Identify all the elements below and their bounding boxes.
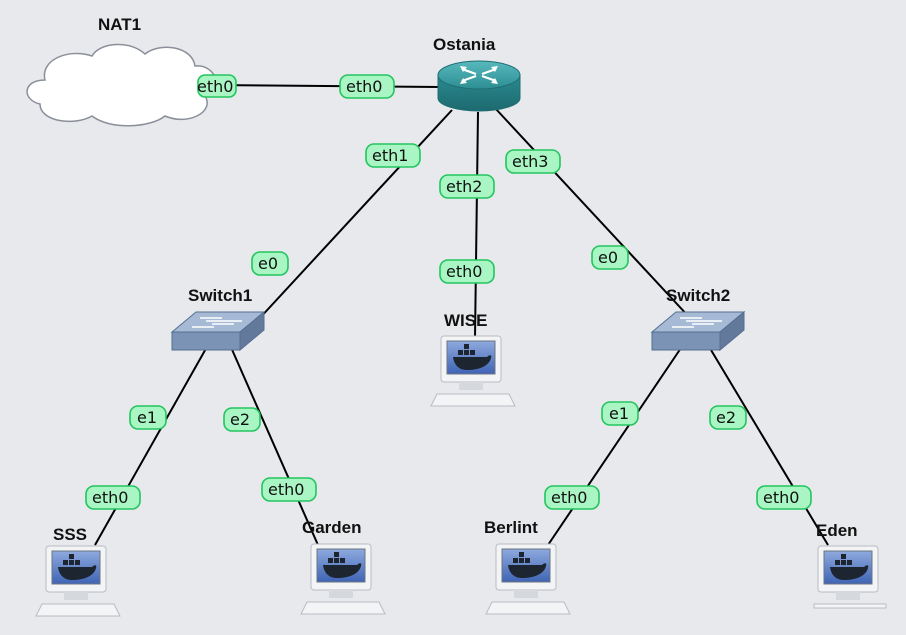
link-ostania-switch2[interactable] <box>494 107 691 319</box>
svg-text:e0: e0 <box>258 254 278 273</box>
svg-text:eth1: eth1 <box>372 146 408 165</box>
svg-text:eth0: eth0 <box>446 262 482 281</box>
switch-icon <box>650 310 746 352</box>
svg-text:e2: e2 <box>230 410 250 429</box>
svg-text:eth0: eth0 <box>346 77 382 96</box>
port-label-ostania-eth3[interactable]: eth3 <box>505 149 561 174</box>
port-label-switch1-e1[interactable]: e1 <box>129 405 167 430</box>
docker-host-icon <box>485 543 571 615</box>
switch2-node[interactable]: Switch2 <box>650 286 746 352</box>
svg-text:e0: e0 <box>598 248 618 267</box>
link-ostania-switch1[interactable] <box>257 109 453 321</box>
docker-host-icon <box>430 335 516 407</box>
docker-host-icon <box>813 545 887 609</box>
svg-text:e2: e2 <box>716 408 736 427</box>
svg-text:eth3: eth3 <box>512 152 548 171</box>
eden-label: Eden <box>816 521 858 540</box>
docker-host-icon <box>35 545 121 617</box>
ostania-node[interactable]: Ostania <box>433 35 521 112</box>
svg-text:eth0: eth0 <box>92 488 128 507</box>
port-label-nat1-eth0[interactable]: eth0 <box>197 74 237 98</box>
port-label-ostania-eth2[interactable]: eth2 <box>439 174 495 199</box>
link-switch2-eden[interactable] <box>707 344 829 546</box>
sss-node[interactable]: SSS <box>35 525 121 617</box>
garden-label: Garden <box>302 518 362 537</box>
cloud-icon <box>26 43 217 127</box>
router-icon <box>437 60 521 112</box>
switch-icon <box>170 310 266 352</box>
port-label-wise-eth0[interactable]: eth0 <box>439 259 495 284</box>
sss-label: SSS <box>53 525 87 544</box>
garden-node[interactable]: Garden <box>300 518 386 615</box>
nat1-node[interactable]: NAT1 <box>26 15 217 127</box>
svg-text:e1: e1 <box>609 404 629 423</box>
svg-text:eth0: eth0 <box>197 77 233 96</box>
docker-host-icon <box>300 543 386 615</box>
link-switch2-berlint[interactable] <box>547 344 684 546</box>
link-switch1-sss[interactable] <box>94 344 209 546</box>
link-nat1-ostania[interactable] <box>204 84 441 88</box>
svg-text:eth2: eth2 <box>446 177 482 196</box>
port-label-ostania-eth0[interactable]: eth0 <box>339 74 395 99</box>
svg-text:eth0: eth0 <box>763 488 799 507</box>
port-label-switch2-e1[interactable]: e1 <box>601 401 639 426</box>
svg-text:eth0: eth0 <box>268 480 304 499</box>
port-label-switch2-e2[interactable]: e2 <box>709 405 747 430</box>
wise-label: WISE <box>444 311 487 330</box>
port-label-garden-eth0[interactable]: eth0 <box>261 477 317 502</box>
links-layer <box>94 84 829 546</box>
berlint-label: Berlint <box>484 518 538 537</box>
port-label-berlint-eth0[interactable]: eth0 <box>544 485 600 510</box>
port-label-switch1-e2[interactable]: e2 <box>223 407 261 432</box>
switch1-label: Switch1 <box>188 286 252 305</box>
port-label-eden-eth0[interactable]: eth0 <box>756 485 812 510</box>
port-label-sss-eth0[interactable]: eth0 <box>85 485 141 510</box>
eden-node[interactable]: Eden <box>813 521 887 609</box>
svg-text:eth0: eth0 <box>551 488 587 507</box>
port-labels-layer: eth0 eth0 eth1 eth2 eth3 e0 eth0 e0 <box>85 74 812 510</box>
port-label-switch2-e0[interactable]: e0 <box>591 245 629 270</box>
switch2-label: Switch2 <box>666 286 730 305</box>
link-ostania-wise[interactable] <box>474 111 479 339</box>
berlint-node[interactable]: Berlint <box>484 518 571 615</box>
switch1-node[interactable]: Switch1 <box>170 286 266 352</box>
svg-text:e1: e1 <box>137 408 157 427</box>
link-switch1-garden[interactable] <box>229 344 319 546</box>
wise-node[interactable]: WISE <box>430 311 516 407</box>
nat1-label: NAT1 <box>98 15 141 34</box>
port-label-switch1-e0[interactable]: e0 <box>251 251 289 276</box>
ostania-label: Ostania <box>433 35 496 54</box>
port-label-ostania-eth1[interactable]: eth1 <box>365 143 421 168</box>
